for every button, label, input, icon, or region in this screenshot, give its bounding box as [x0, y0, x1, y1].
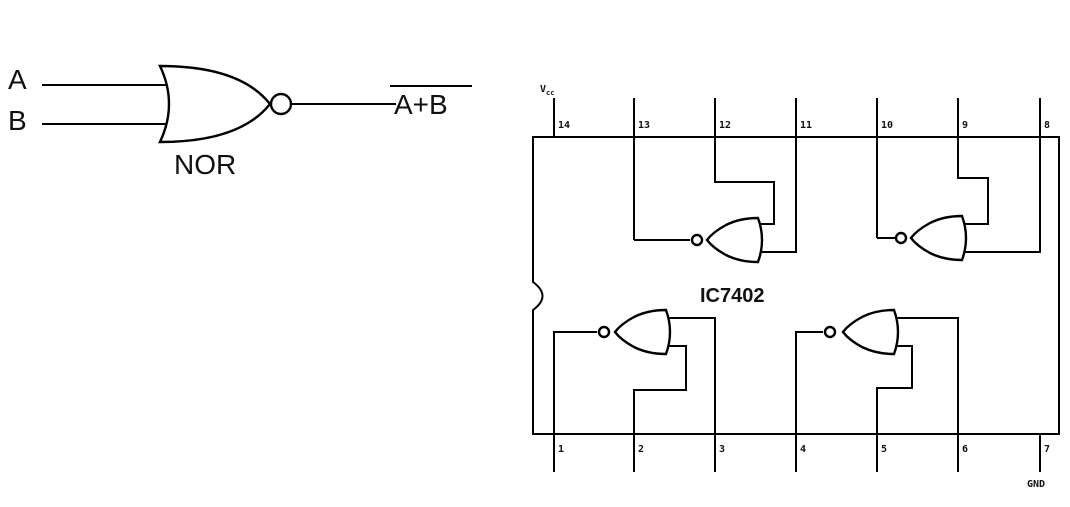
nor-symbol: A B A+B NOR [8, 64, 472, 180]
pin-5-label: 5 [881, 444, 887, 455]
nor-gate-2 [909, 214, 968, 262]
pin-14-label: 14 [558, 120, 570, 131]
pin-1-label: 1 [558, 444, 564, 455]
pin-9-label: 9 [962, 120, 968, 131]
ic-pinout: 14 13 12 11 10 9 8 1 2 3 4 5 6 7 Vcc GND… [532, 84, 1060, 490]
output-label: A+B [394, 89, 448, 120]
vcc-label: Vcc [540, 84, 554, 97]
pin-11-label: 11 [800, 120, 812, 131]
pin-2-label: 2 [638, 444, 644, 455]
pin-3-label: 3 [719, 444, 725, 455]
pin-10-label: 10 [881, 120, 893, 131]
pin-8-label: 8 [1044, 120, 1050, 131]
gate-2-bubble [894, 231, 908, 245]
gate-label: NOR [174, 149, 236, 180]
gate-3-bubble [597, 325, 611, 339]
gate-bottom-left [553, 308, 716, 434]
nor-gate-3 [613, 308, 672, 356]
gate-bottom-right [795, 308, 959, 434]
pin-6-label: 6 [962, 444, 968, 455]
inversion-bubble [269, 92, 293, 116]
gate-top-left [633, 137, 797, 264]
pin-13-label: 13 [638, 120, 650, 131]
gnd-label: GND [1027, 479, 1045, 490]
input-b-label: B [8, 105, 27, 136]
pin-4-label: 4 [800, 444, 806, 455]
bottom-pin-leads [553, 434, 1041, 472]
pin-12-label: 12 [719, 120, 731, 131]
gate-1-bubble [690, 233, 704, 247]
pin-7-label: 7 [1044, 444, 1050, 455]
gate-top-right [876, 137, 1041, 262]
gate-4-bubble [823, 325, 837, 339]
ic-name: IC7402 [700, 285, 765, 307]
input-a-label: A [8, 64, 27, 95]
nor-gate-4 [841, 308, 900, 356]
nor-gate-1 [705, 216, 764, 264]
top-pin-leads [553, 98, 1041, 137]
nor-gate-body [158, 64, 272, 144]
